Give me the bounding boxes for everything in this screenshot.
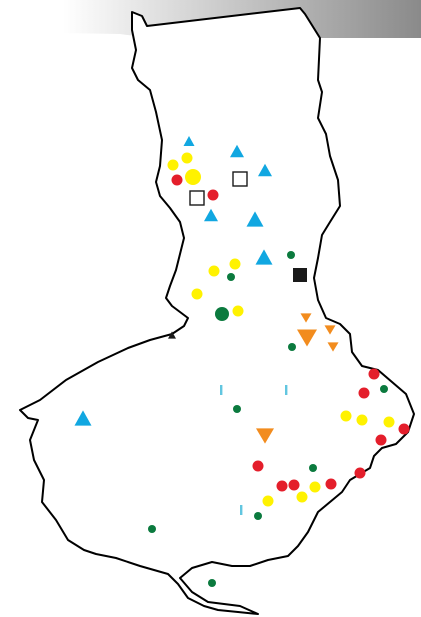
cyan-tick-marker xyxy=(240,505,243,515)
red-circle-marker xyxy=(276,480,288,492)
green-circle-marker xyxy=(227,273,235,281)
orange-triangle-marker xyxy=(300,313,312,323)
yellow-circle-marker xyxy=(383,416,395,428)
red-circle-marker xyxy=(252,460,264,472)
cyan-tick-marker xyxy=(285,385,288,395)
green-circle-marker xyxy=(215,307,229,321)
yellow-circle-marker xyxy=(309,481,321,493)
green-circle-marker xyxy=(288,343,296,351)
green-circle-marker xyxy=(254,512,262,520)
orange-triangle-marker xyxy=(327,342,339,352)
red-circle-marker xyxy=(368,368,380,380)
green-circle-marker xyxy=(233,405,241,413)
orange-triangle-marker xyxy=(256,428,274,444)
orange-triangle-marker xyxy=(324,325,336,335)
yellow-circle-marker xyxy=(208,265,220,277)
red-circle-marker xyxy=(207,189,219,201)
symbols-layer xyxy=(74,136,410,587)
green-circle-marker xyxy=(208,579,216,587)
yellow-circle-marker xyxy=(296,491,308,503)
green-circle-marker xyxy=(287,251,295,259)
green-circle-marker xyxy=(148,525,156,533)
red-circle-marker xyxy=(398,423,410,435)
orange-triangle-marker xyxy=(297,329,317,347)
blue-triangle-marker xyxy=(255,249,273,265)
green-circle-marker xyxy=(309,464,317,472)
yellow-circle-marker xyxy=(262,495,274,507)
black-square-marker xyxy=(293,268,307,282)
red-circle-marker xyxy=(325,478,337,490)
red-circle-marker xyxy=(288,479,300,491)
yellow-circle-marker xyxy=(191,288,203,300)
yellow-circle-marker xyxy=(167,159,179,171)
black-triangle-marker xyxy=(168,331,176,339)
yellow-circle-marker xyxy=(181,152,193,164)
blue-triangle-marker xyxy=(74,410,92,426)
open-square-marker xyxy=(189,190,205,206)
open-square-marker xyxy=(232,171,248,187)
yellow-circle-marker xyxy=(185,169,201,185)
cyan-tick-marker xyxy=(220,385,223,395)
blue-triangle-marker xyxy=(230,144,244,158)
yellow-circle-marker xyxy=(232,305,244,317)
red-circle-marker xyxy=(375,434,387,446)
red-circle-marker xyxy=(171,174,183,186)
yellow-circle-marker xyxy=(229,258,241,270)
red-circle-marker xyxy=(358,387,370,399)
yellow-circle-marker xyxy=(356,414,368,426)
blue-triangle-marker xyxy=(246,211,264,227)
blue-triangle-marker xyxy=(258,163,272,177)
yellow-circle-marker xyxy=(340,410,352,422)
red-circle-marker xyxy=(354,467,366,479)
blue-triangle-marker xyxy=(183,136,195,146)
blue-triangle-marker xyxy=(204,208,218,222)
green-circle-marker xyxy=(380,385,388,393)
